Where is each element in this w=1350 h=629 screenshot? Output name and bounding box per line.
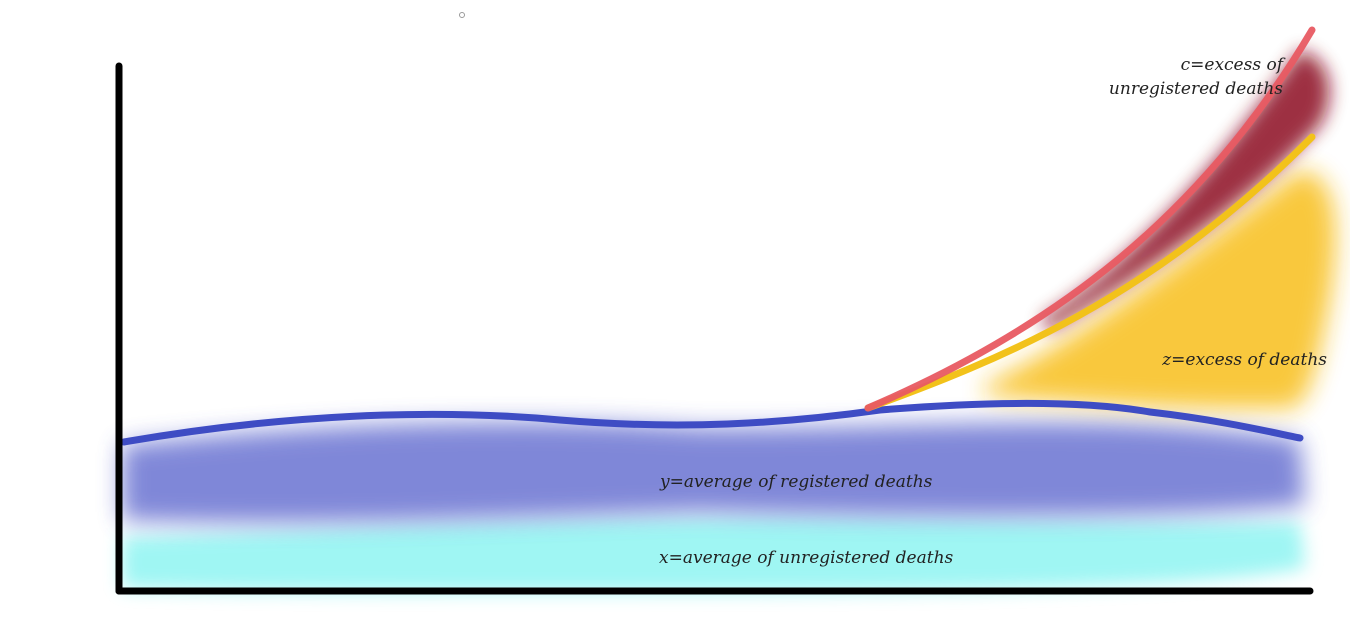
unregistered-deaths-band bbox=[122, 517, 1305, 592]
label-x: x=average of unregistered deaths bbox=[659, 548, 954, 568]
registered-deaths-curve bbox=[120, 400, 1304, 446]
unregistered-excess-curve bbox=[864, 26, 1316, 412]
label-z: z=excess of deaths bbox=[1161, 350, 1327, 370]
excess-deaths-band bbox=[985, 170, 1336, 409]
label-c-line1: c=excess of bbox=[1181, 55, 1286, 75]
stray-dot bbox=[459, 12, 465, 18]
unregistered-excess-band bbox=[1040, 50, 1330, 330]
excess-deaths-curve bbox=[864, 133, 1316, 412]
registered-deaths-band bbox=[122, 422, 1305, 523]
label-y: y=average of registered deaths bbox=[659, 472, 933, 492]
label-c-line2: unregistered deaths bbox=[1109, 79, 1283, 99]
